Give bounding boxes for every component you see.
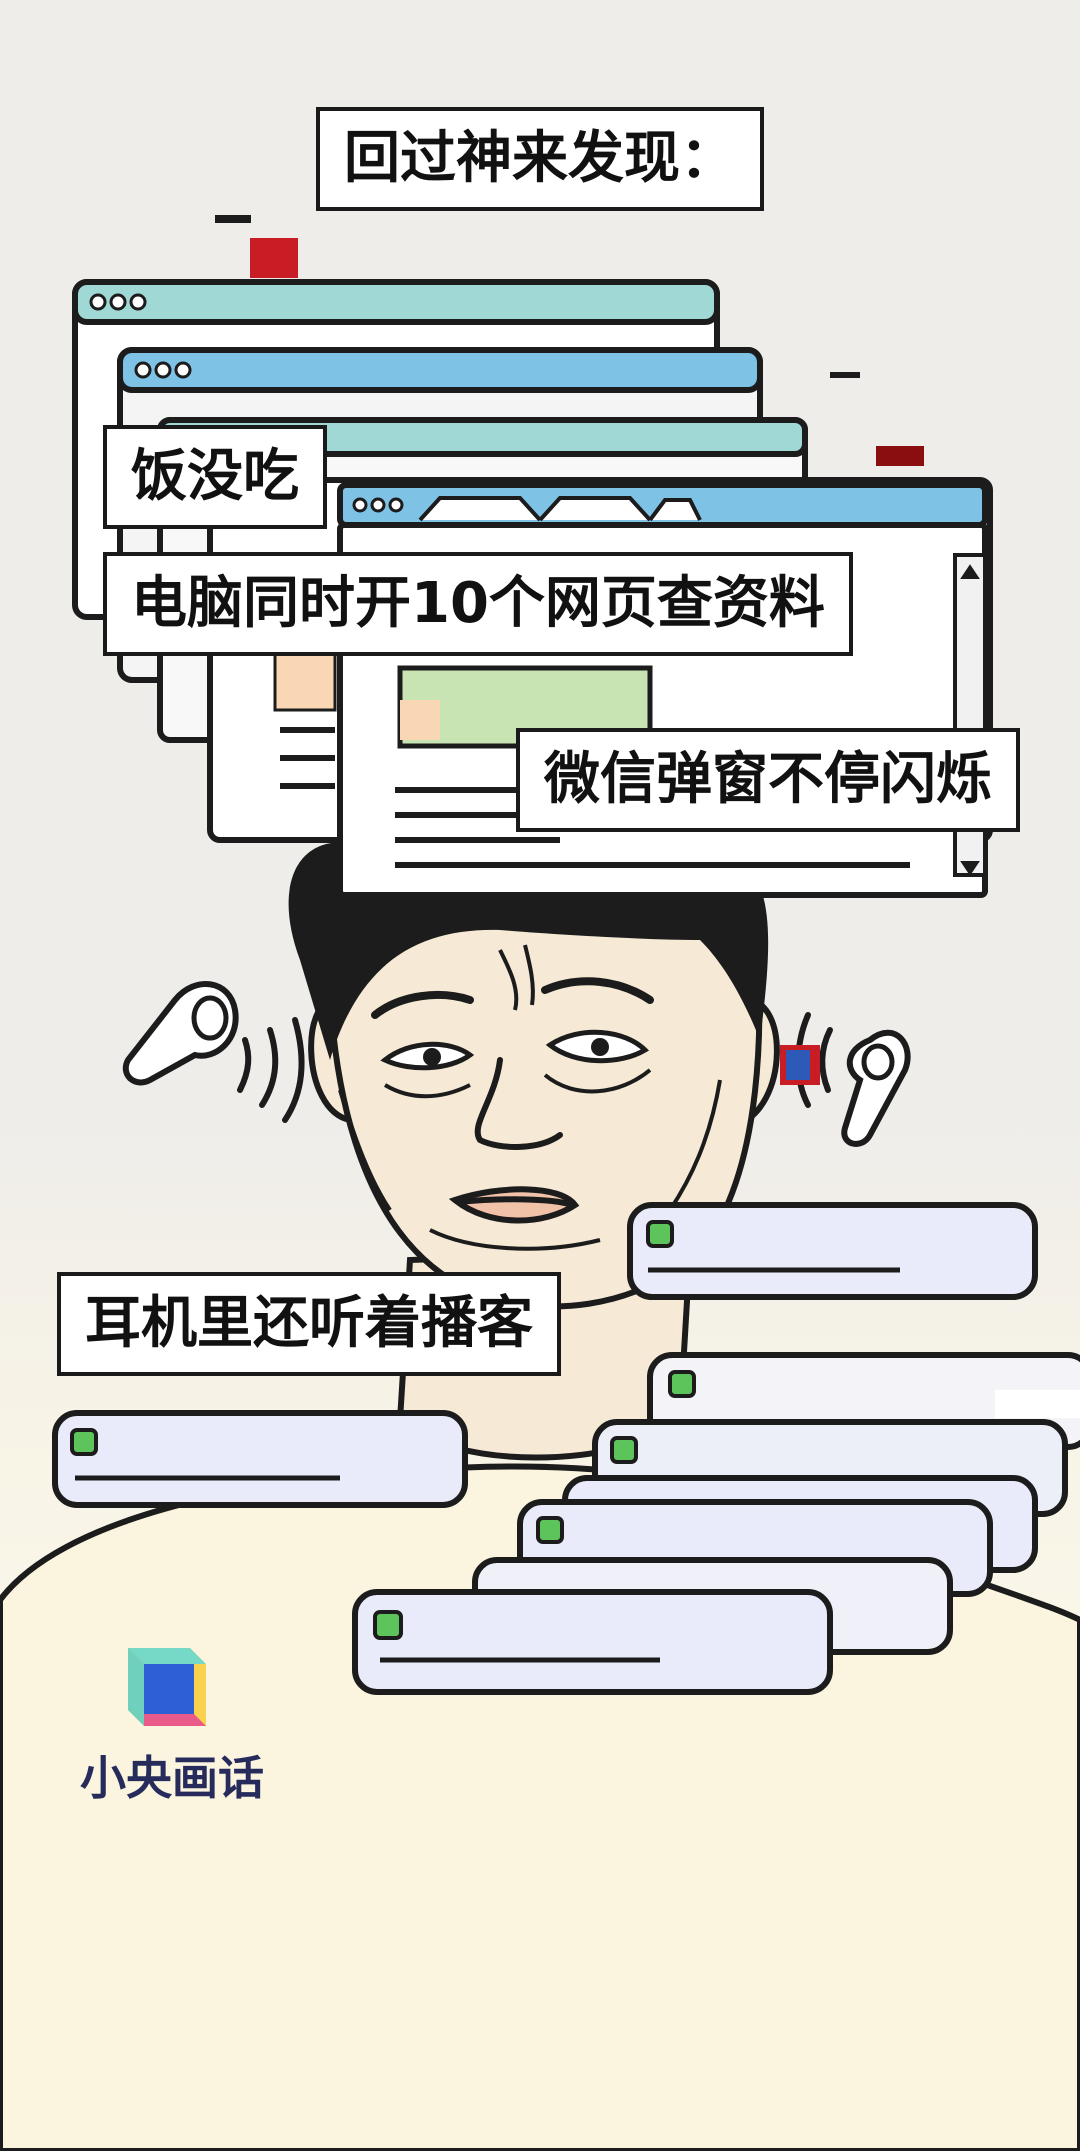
ten-tabs-caption: 电脑同时开10个网页查资料 [103, 552, 853, 656]
cube-icon [128, 1648, 206, 1726]
right-brow [541, 977, 654, 1004]
notification-card [352, 1589, 833, 1695]
nose [474, 1057, 563, 1150]
left-earbud [122, 981, 239, 1086]
no-meal-caption: 饭没吃 [103, 425, 327, 529]
brand-name: 小央画话 [80, 1751, 264, 1805]
brand-logo: 小央画话 [80, 1640, 280, 1808]
notification-cards [52, 1202, 1080, 1695]
notification-card [52, 1410, 468, 1508]
left-brow [371, 991, 474, 1019]
right-earbud [841, 1029, 911, 1147]
wechat-popup-caption: 微信弹窗不停闪烁 [516, 728, 1020, 832]
notification-card [627, 1202, 1038, 1300]
podcast-caption: 耳机里还听着播客 [57, 1272, 561, 1376]
title-caption: 回过神来发现： [316, 107, 764, 211]
